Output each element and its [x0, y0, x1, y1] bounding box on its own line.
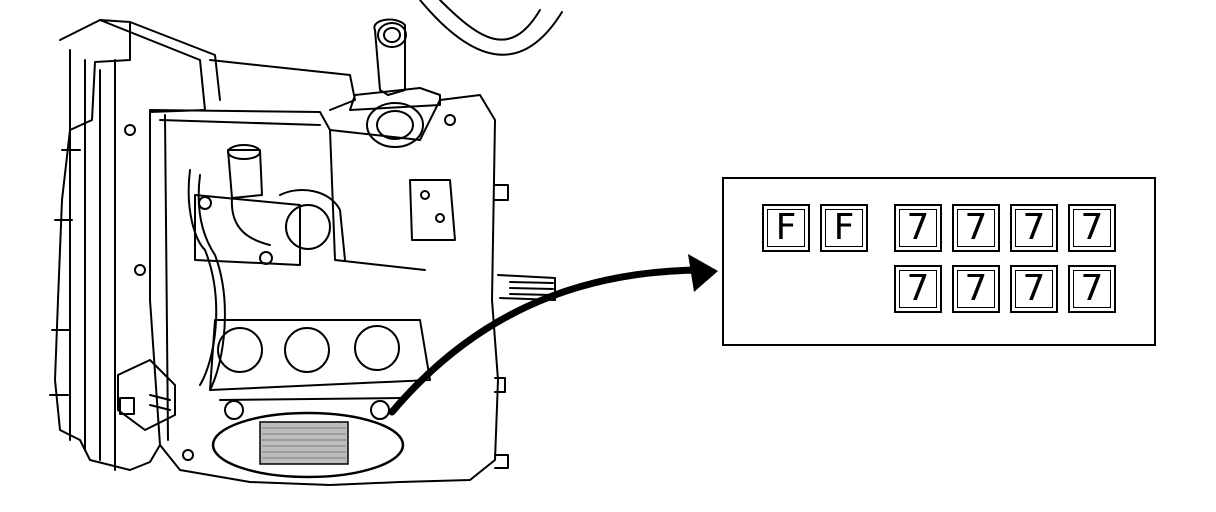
- code-char-cell: 7: [1068, 204, 1116, 252]
- speed-sensor: [227, 149, 263, 199]
- code-char: 7: [1015, 270, 1053, 308]
- code-char: 7: [1073, 270, 1111, 308]
- code-char-cell: 7: [952, 265, 1000, 313]
- code-char-cell: 7: [952, 204, 1000, 252]
- stamp-code-panel: F F 7 7 7 7 7 7 7 7: [722, 177, 1156, 346]
- code-char: 7: [957, 270, 995, 308]
- code-char: 7: [899, 270, 937, 308]
- bore-top: [285, 204, 331, 250]
- harness-connector: [117, 359, 176, 431]
- left-casing: [54, 19, 161, 471]
- callout-ellipse: [211, 411, 405, 479]
- bore-3: [354, 325, 400, 371]
- bracket: [409, 179, 456, 241]
- id-stamp-area: [259, 421, 349, 465]
- bell-housing-arc: [419, 0, 563, 56]
- code-char-cell: F: [820, 204, 868, 252]
- code-char: 7: [1073, 209, 1111, 247]
- code-char: 7: [899, 209, 937, 247]
- code-char: 7: [957, 209, 995, 247]
- code-char-cell: 7: [1068, 265, 1116, 313]
- code-char-cell: 7: [1010, 204, 1058, 252]
- code-char-cell: 7: [894, 265, 942, 313]
- code-char-cell: F: [762, 204, 810, 252]
- code-char: 7: [1015, 209, 1053, 247]
- arrowhead: [688, 254, 718, 292]
- leader-arrow: [388, 266, 709, 416]
- code-char: F: [767, 209, 805, 247]
- code-char-cell: 7: [1010, 265, 1058, 313]
- code-char: F: [825, 209, 863, 247]
- bore-2: [284, 327, 330, 373]
- code-char-cell: 7: [894, 204, 942, 252]
- bore-1: [217, 327, 263, 373]
- main-housing: [149, 94, 499, 486]
- filler-neck: [373, 18, 406, 96]
